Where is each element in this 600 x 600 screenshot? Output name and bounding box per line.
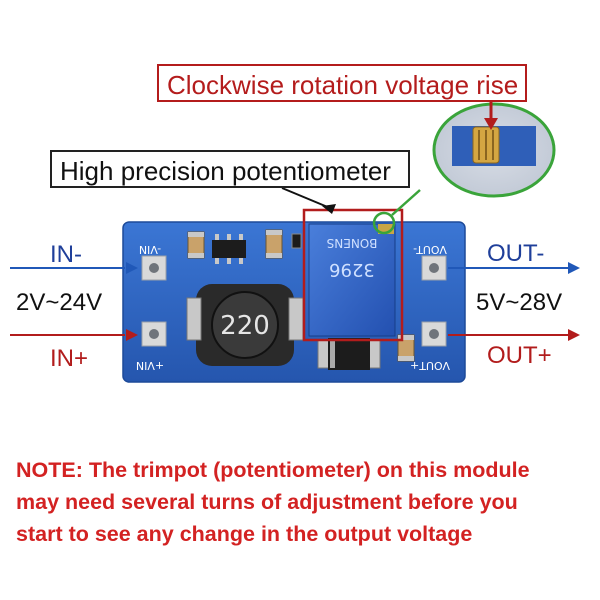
resistor-small [291, 233, 302, 249]
silk-vout-minus: VOUT- [413, 243, 447, 256]
capacitor-right [397, 334, 415, 362]
out-minus-arrow [448, 262, 580, 274]
pad-out-minus [421, 255, 447, 281]
pad-in-plus [141, 321, 167, 347]
rotation-callout: Clockwise rotation voltage rise [157, 64, 527, 102]
zoom-connector [391, 189, 421, 216]
label-in-minus: IN- [50, 241, 82, 268]
potentiometer-pointer [281, 187, 336, 214]
in-plus-arrow [10, 329, 138, 341]
ic-chip [212, 234, 246, 264]
potentiometer-callout: High precision potentiometer [50, 150, 410, 188]
label-output-range: 5V~28V [476, 289, 563, 316]
inductor: 220 [186, 284, 304, 366]
note-line-1: NOTE: The trimpot (potentiometer) on thi… [16, 458, 530, 482]
in-minus-arrow [10, 262, 138, 274]
inductor-code: 220 [220, 311, 270, 341]
pot-brand: BONENS [327, 236, 378, 250]
diode [317, 338, 381, 370]
pot-highlight-box [302, 208, 404, 342]
note-line-2: may need several turns of adjustment bef… [16, 490, 518, 514]
pad-out-plus [421, 321, 447, 347]
label-out-plus: OUT+ [487, 342, 552, 369]
silk-vout-plus: VOUT+ [410, 359, 450, 372]
out-plus-arrow [448, 329, 580, 341]
silk-vin-plus: +VIN [136, 359, 164, 372]
capacitor-top-left [187, 231, 205, 259]
rotation-pointer [484, 102, 498, 130]
pad-in-minus [141, 255, 167, 281]
label-out-minus: OUT- [487, 240, 545, 267]
pot-model: 3296 [329, 259, 375, 280]
label-input-range: 2V~24V [16, 289, 103, 316]
zoom-circle [432, 102, 556, 198]
silk-vin-minus: -VIN [139, 243, 161, 256]
note-line-3: start to see any change in the output vo… [16, 522, 473, 546]
capacitor-top-right [265, 229, 283, 259]
potentiometer: BONENS 3296 [308, 223, 396, 337]
label-in-plus: IN+ [50, 345, 89, 372]
note-text: NOTE: The trimpot (potentiometer) on thi… [16, 454, 596, 550]
screw-highlight-ring [372, 211, 396, 235]
